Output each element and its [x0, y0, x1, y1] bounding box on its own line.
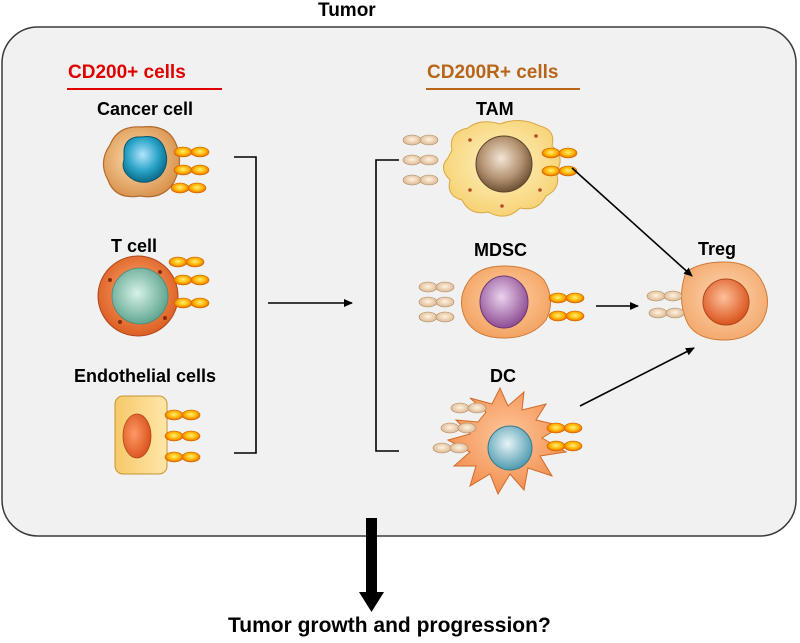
arrow-tam-to-treg	[571, 167, 693, 277]
bottom-question: Tumor growth and progression?	[228, 614, 551, 637]
t-cell	[97, 255, 179, 337]
treg-label: Treg	[698, 239, 737, 259]
endothelial-cell	[114, 395, 168, 475]
treg-cell	[681, 261, 768, 341]
mdsc-label: MDSC	[474, 240, 527, 260]
mdsc-cell	[461, 265, 551, 339]
arrow-dc-to-treg	[579, 347, 695, 407]
cd200r-group-title: CD200R+ cells	[427, 62, 559, 83]
bottom-arrow-head	[359, 592, 384, 612]
tcell-label: T cell	[111, 236, 158, 256]
cancer-cell	[102, 126, 181, 198]
cd200-group-title: CD200+ cells	[68, 62, 186, 83]
cancer-cd200-ligands	[170, 146, 210, 194]
bottom-arrow-shaft	[366, 518, 377, 594]
endothelial-label: Endothelial cells	[74, 366, 217, 386]
tumor-title: Tumor	[318, 0, 376, 21]
right-bracket	[375, 159, 399, 452]
left-bracket	[234, 156, 257, 454]
tam-cell	[443, 120, 561, 217]
dc-label: DC	[490, 366, 516, 386]
mdsc-cd200r-receptors	[418, 281, 455, 323]
tam-label: TAM	[476, 99, 514, 119]
cancer-cell-label: Cancer cell	[97, 99, 194, 119]
tcell-cd200-ligands	[168, 256, 210, 309]
